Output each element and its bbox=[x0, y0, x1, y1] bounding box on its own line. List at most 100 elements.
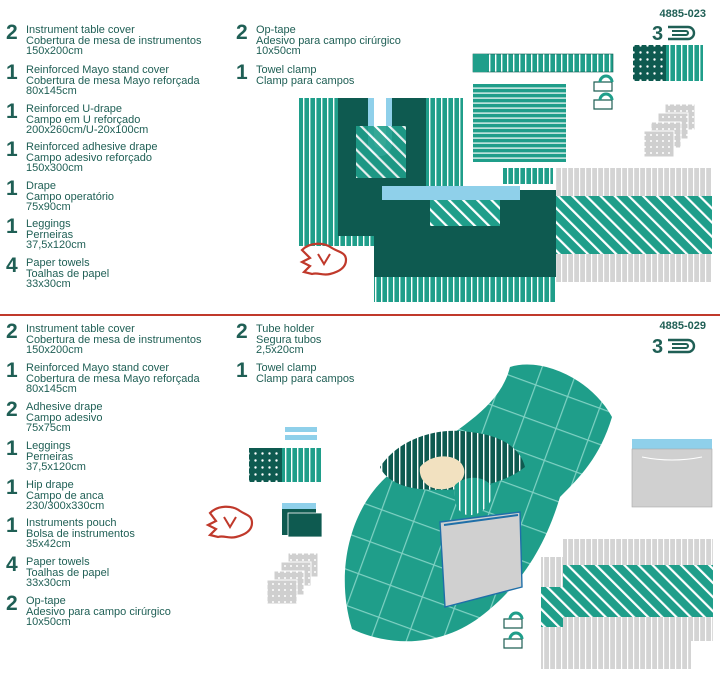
item-name-pt: Adesivo para campo cirúrgico bbox=[256, 34, 401, 47]
item-name-pt: Campo adesivo reforçado bbox=[26, 151, 152, 164]
adhesive-drape-package-illustration bbox=[249, 448, 321, 482]
towel-clamp-icon bbox=[503, 611, 524, 649]
item-size: 80x145cm bbox=[26, 85, 77, 97]
item-size: 10x50cm bbox=[256, 45, 301, 57]
item-quantity: 1 bbox=[6, 514, 18, 537]
item-quantity: 2 bbox=[6, 592, 18, 615]
item-quantity: 1 bbox=[236, 359, 248, 382]
item-size: 2,5x20cm bbox=[256, 344, 304, 356]
item-name-en: Hip drape bbox=[26, 479, 74, 491]
item-name-pt: Perneiras bbox=[26, 450, 74, 463]
item-quantity: 1 bbox=[6, 138, 18, 161]
item-size: 10x50cm bbox=[26, 616, 71, 628]
brand-logo-icon: 3 bbox=[652, 23, 696, 43]
item-name-en: Instrument table cover bbox=[26, 24, 135, 36]
item-name-en: Paper towels bbox=[26, 257, 90, 269]
product-code: 4885-023 bbox=[659, 8, 707, 20]
item-size: 33x30cm bbox=[26, 278, 71, 290]
item-size: 37,5x120cm bbox=[26, 461, 86, 473]
item-name-pt: Adesivo para campo cirúrgico bbox=[26, 605, 171, 618]
item-name-pt: Toalhas de papel bbox=[26, 566, 110, 579]
svg-text:3: 3 bbox=[652, 23, 663, 43]
item-size: 150x300cm bbox=[26, 162, 83, 174]
item-name-pt: Bolsa de instrumentos bbox=[26, 527, 135, 540]
item-name-pt: Segura tubos bbox=[256, 333, 322, 346]
item-name-en: Leggings bbox=[26, 218, 71, 230]
item-quantity: 2 bbox=[6, 320, 18, 343]
item-name-en: Instruments pouch bbox=[26, 517, 117, 529]
item-name-pt: Campo em U reforçado bbox=[26, 113, 141, 126]
reinforced-adhesive-drape-illustration bbox=[374, 186, 556, 302]
item-name-en: Tube holder bbox=[256, 323, 315, 335]
item-name-pt: Cobertura de mesa Mayo reforçada bbox=[26, 74, 200, 87]
item-size: 75x75cm bbox=[26, 422, 71, 434]
item-name-pt: Campo operatório bbox=[26, 190, 115, 203]
item-quantity: 1 bbox=[6, 177, 18, 200]
item-name-pt: Cobertura de mesa Mayo reforçada bbox=[26, 372, 200, 385]
item-name-pt: Campo adesivo bbox=[26, 411, 103, 424]
section-divider bbox=[0, 314, 720, 316]
leggings-icon bbox=[299, 242, 348, 276]
item-quantity: 2 bbox=[6, 21, 18, 44]
item-quantity: 4 bbox=[6, 553, 18, 576]
item-size: 200x260cm/U-20x100cm bbox=[26, 124, 149, 136]
item-size: 37,5x120cm bbox=[26, 239, 86, 251]
instruments-pouch-illustration bbox=[282, 503, 323, 538]
item-quantity: 1 bbox=[6, 437, 18, 460]
kit-illustration-023 bbox=[299, 45, 712, 302]
towel-clamp-icon bbox=[593, 74, 614, 110]
item-size: 80x145cm bbox=[26, 383, 77, 395]
item-name-pt: Perneiras bbox=[26, 228, 74, 241]
item-name-en: Reinforced Mayo stand cover bbox=[26, 64, 170, 76]
paper-towels-illustration bbox=[266, 552, 319, 605]
item-size: 150x200cm bbox=[26, 344, 83, 356]
item-name-en: Op-tape bbox=[256, 24, 296, 36]
item-name-pt: Cobertura de mesa de instrumentos bbox=[26, 34, 202, 47]
item-quantity: 2 bbox=[6, 398, 18, 421]
item-quantity: 1 bbox=[236, 61, 248, 84]
item-quantity: 1 bbox=[6, 476, 18, 499]
item-name-pt: Clamp para campos bbox=[256, 74, 355, 87]
item-name-en: Towel clamp bbox=[256, 362, 317, 374]
item-name-pt: Campo de anca bbox=[26, 489, 104, 502]
item-size: 150x200cm bbox=[26, 45, 83, 57]
instrument-table-cover-illustration bbox=[503, 168, 712, 282]
drape-illustration bbox=[473, 84, 566, 162]
item-quantity: 1 bbox=[6, 61, 18, 84]
item-quantity: 2 bbox=[236, 21, 248, 44]
hip-drape-illustration bbox=[344, 364, 612, 642]
item-size: 35x42cm bbox=[26, 538, 71, 550]
op-tape-illustration bbox=[472, 53, 614, 73]
instrument-table-cover-illustration bbox=[541, 439, 713, 669]
item-quantity: 1 bbox=[6, 359, 18, 382]
item-quantity: 1 bbox=[6, 215, 18, 238]
item-size: 230/300x330cm bbox=[26, 500, 105, 512]
item-name-en: Reinforced Mayo stand cover bbox=[26, 362, 170, 374]
kit-illustration-029 bbox=[205, 364, 713, 669]
item-quantity: 2 bbox=[236, 320, 248, 343]
svg-text:3: 3 bbox=[652, 336, 663, 356]
item-name-en: Reinforced U-drape bbox=[26, 103, 122, 115]
item-name-en: Leggings bbox=[26, 440, 71, 452]
item-quantity: 4 bbox=[6, 254, 18, 277]
tube-holder-illustration bbox=[285, 427, 317, 440]
leggings-icon bbox=[205, 505, 254, 539]
adhesive-drape-package-illustration bbox=[633, 45, 703, 81]
item-name-pt: Toalhas de papel bbox=[26, 267, 110, 280]
